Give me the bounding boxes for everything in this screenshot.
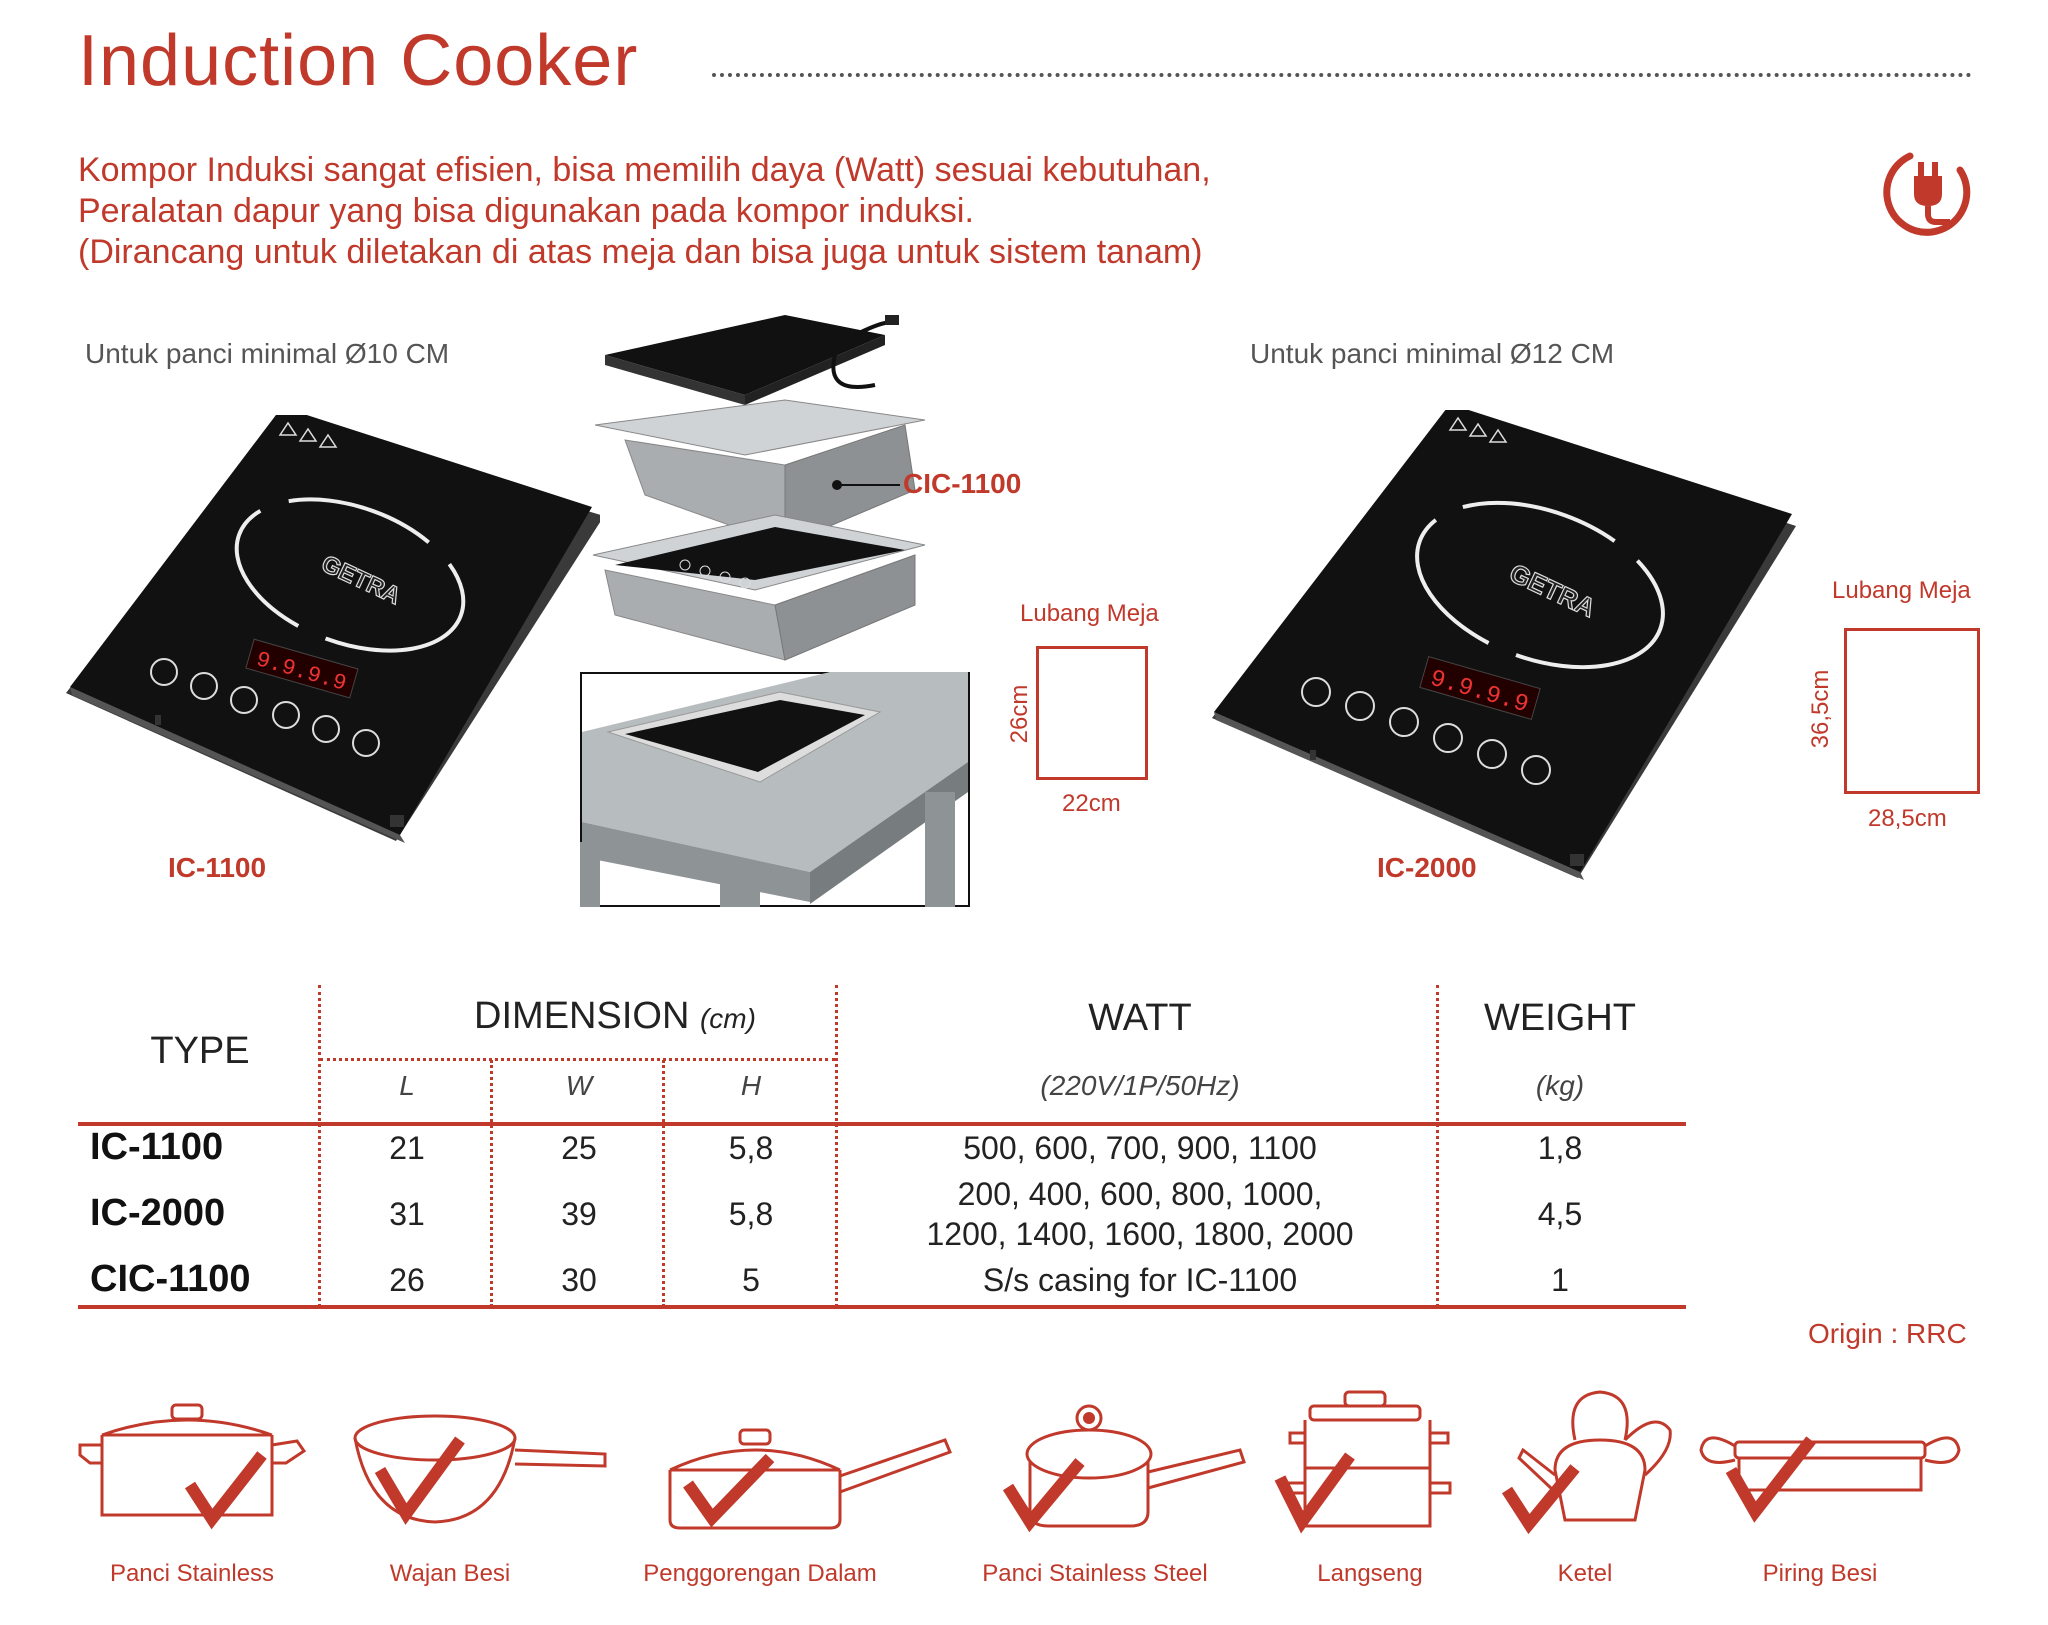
wok-icon xyxy=(353,1414,607,1525)
cell-watt-line2: 1200, 1400, 1600, 1800, 2000 xyxy=(926,1216,1354,1252)
intro-text: Kompor Induksi sangat efisien, bisa memi… xyxy=(78,150,1211,273)
ic-2000-label: IC-2000 xyxy=(1377,852,1477,883)
title-divider xyxy=(712,73,1972,77)
cic-1100-casing-image xyxy=(592,315,926,661)
cell-weight: 4,5 xyxy=(1537,1196,1583,1232)
row-type: CIC-1100 xyxy=(90,1258,251,1300)
weight-unit: (kg) xyxy=(1535,1070,1585,1101)
cell-w: 25 xyxy=(561,1130,597,1166)
saucepan-icon xyxy=(1002,1404,1246,1533)
col-watt-header: WATT xyxy=(1088,997,1192,1039)
col-l-header: L xyxy=(399,1070,415,1101)
cell-h: 5,8 xyxy=(728,1130,774,1166)
row-divider xyxy=(320,1058,835,1061)
column-divider xyxy=(490,1060,493,1307)
intro-line: (Dirancang untuk diletakan di atas meja … xyxy=(78,233,1203,271)
cell-weight: 1 xyxy=(1551,1262,1569,1298)
cutout-rect xyxy=(1844,628,1980,794)
ic-1100-label: IC-1100 xyxy=(168,852,267,883)
cookware-label: Wajan Besi xyxy=(389,1560,511,1587)
hole-title: Lubang Meja xyxy=(1020,600,1159,627)
hole-width: 28,5cm xyxy=(1868,805,1947,832)
kettle-icon xyxy=(1501,1390,1672,1535)
col-weight-header: WEIGHT xyxy=(1484,997,1636,1039)
intro-line: Peralatan dapur yang bisa digunakan pada… xyxy=(78,192,974,230)
col-type-header: TYPE xyxy=(150,1030,250,1072)
column-divider xyxy=(1436,985,1439,1307)
row-type: IC-2000 xyxy=(90,1192,226,1234)
cell-l: 31 xyxy=(389,1196,425,1232)
hole-height: 36,5cm xyxy=(1807,669,1834,749)
column-divider xyxy=(835,985,838,1307)
built-in-table-image xyxy=(580,672,970,907)
watt-unit: (220V/1P/50Hz) xyxy=(1040,1070,1240,1101)
cell-w: 30 xyxy=(561,1262,597,1298)
cookware-label: Panci Stainless xyxy=(109,1560,275,1587)
cookware-label: Penggorengan Dalam xyxy=(643,1560,877,1587)
cell-weight: 1,8 xyxy=(1537,1130,1583,1166)
cookware-label: Panci Stainless Steel xyxy=(982,1560,1208,1587)
table-rule xyxy=(78,1122,1686,1126)
col-h-header: H xyxy=(740,1070,762,1101)
table-rule xyxy=(78,1305,1686,1309)
dimension-unit: (cm) xyxy=(699,1003,756,1034)
cic-1100-label: CIC-1100 xyxy=(903,468,1022,499)
cell-watt: 200, 400, 600, 800, 1000, xyxy=(957,1176,1323,1212)
deep-pan-icon xyxy=(668,1428,952,1530)
cell-l: 26 xyxy=(389,1262,425,1298)
cookware-label: Piring Besi xyxy=(1762,1560,1878,1587)
col-w-header: W xyxy=(565,1070,593,1101)
intro-line: Kompor Induksi sangat efisien, bisa memi… xyxy=(78,151,1211,189)
hole-title: Lubang Meja xyxy=(1832,577,1971,604)
cell-h: 5 xyxy=(742,1262,760,1298)
origin-text: Origin : RRC xyxy=(1808,1318,1967,1349)
cookware-label: Ketel xyxy=(1557,1560,1613,1587)
cell-w: 39 xyxy=(561,1196,597,1232)
right-caption: Untuk panci minimal Ø12 CM xyxy=(1250,338,1615,369)
column-divider xyxy=(662,1060,665,1307)
col-dimension-header: DIMENSION (cm) xyxy=(390,995,840,1038)
page-title: Induction Cooker xyxy=(78,21,639,101)
hole-height: 26cm xyxy=(1006,684,1033,744)
cutout-rect xyxy=(1036,646,1148,780)
cell-watt: 500, 600, 700, 900, 1100 xyxy=(963,1130,1317,1166)
hole-width: 22cm xyxy=(1062,790,1121,817)
cookware-label: Langseng xyxy=(1317,1560,1423,1587)
column-divider xyxy=(318,985,321,1307)
iron-plate-icon xyxy=(1699,1436,1961,1523)
pot-icon xyxy=(78,1403,307,1530)
cell-h: 5,8 xyxy=(728,1196,774,1232)
cell-l: 21 xyxy=(389,1130,425,1166)
left-caption: Untuk panci minimal Ø10 CM xyxy=(85,338,450,369)
cell-watt: S/s casing for IC-1100 xyxy=(982,1262,1298,1298)
steamer-icon xyxy=(1274,1390,1452,1534)
dimension-label: DIMENSION xyxy=(474,995,690,1037)
plug-icon xyxy=(1883,152,1971,236)
ic-1100-cooktop-image: GETRA 9.9.9.9 xyxy=(66,415,600,843)
row-type: IC-1100 xyxy=(90,1126,224,1168)
ic-2000-cooktop-image: GETRA 9.9.9.9 xyxy=(1212,410,1796,880)
